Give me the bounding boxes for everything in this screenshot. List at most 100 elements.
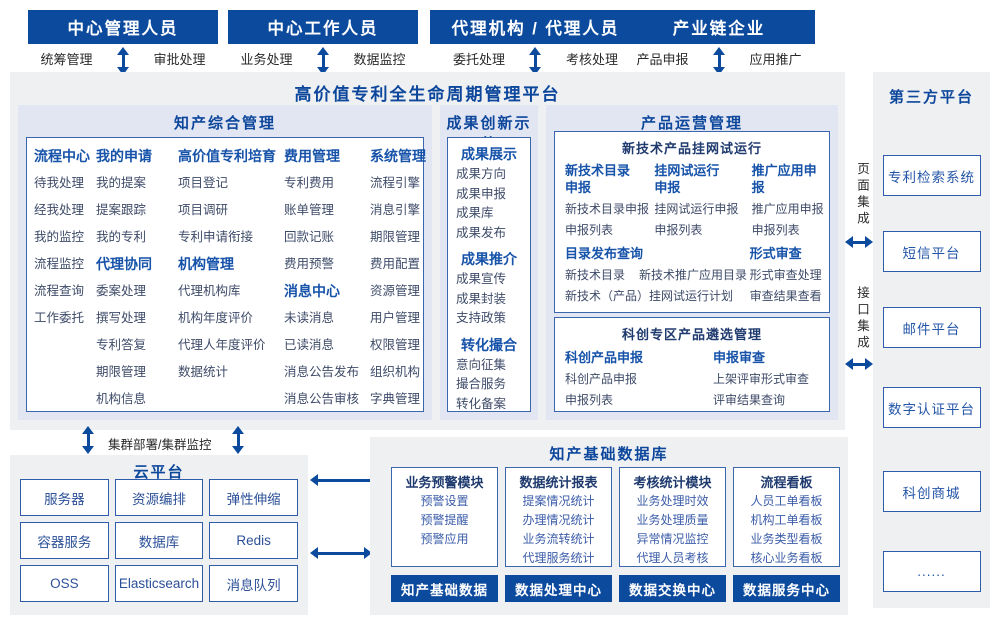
menu-entry: 用户管理 [370,311,421,325]
menu-entry: 组织机构 [370,365,421,379]
menu-entry: 费用配置 [370,257,421,271]
panel-product-operation: 产品运营管理 新技术产品挂网试运行 新技术目录 申报新技术目录申报申报列表 挂网… [546,105,838,420]
panel-innovation-demo: 成果创新示范 成果展示成果方向成果申报成果库成果发布成果推介成果宣传成果封装支持… [440,105,538,420]
v-double-arrow-icon [712,47,726,75]
menu-entry: 费用管理 [284,148,340,164]
panel-title: 第三方平台 [888,89,974,106]
db-module-title: 业务预警模块 [405,475,484,490]
h-double-arrow-icon [845,358,873,371]
panel-title: 云平台 [133,464,185,481]
menu-entry: 新技术（产品）挂网试运行计划 [565,289,734,303]
db-module-item: 业务处理时效 [636,494,709,508]
menu-entry: 挂网试运行申报 [654,202,739,216]
db-module-item: 代理服务统计 [522,551,595,565]
db-module-item: 核心业务看板 [750,551,823,565]
db-module-item: 预警设置 [420,494,469,508]
menu-entry: 消息公告审核 [284,392,360,406]
cloud-service-box: Redis [209,522,298,559]
menu-entry: 申报列表 [565,223,614,237]
menu-entry: 撮合服务 [456,377,507,391]
menu-entry: 资源管理 [370,284,421,298]
menu-entry: 科创产品申报 [565,372,638,386]
role-function-label: 业务处理 [240,52,293,67]
menu-entry: 数据统计 [178,365,229,379]
role-header: 代理机构 / 代理人员 [430,10,641,44]
cloud-service-box: OSS [20,565,109,602]
menu-entry: 推广应用申报 [751,202,824,216]
menu-column: 推广应用申报推广应用申报申报列表 [752,162,829,241]
menu-entry: 消息公告发布 [284,365,360,379]
menu-entry: 流程引擎 [370,176,421,190]
menu-entry: 成果展示 [461,146,517,162]
menu-entry: 专利申请衔接 [178,230,254,244]
db-module-item: 提案情况统计 [522,494,595,508]
role-group-center-managers: 中心管理人员 统筹管理 审批处理 [28,10,218,75]
menu-entry: 我的专利 [96,230,147,244]
menu-entry: 代理机构库 [178,284,241,298]
menu-entry: 申报列表 [751,223,800,237]
menu-entry: 流程查询 [34,284,85,298]
box-title: 科创专区产品遴选管理 [621,327,762,342]
menu-entry: 新技术目录 [565,268,626,282]
cloud-service-box: 服务器 [20,479,109,516]
menu-entry: 期限管理 [96,365,147,379]
role-function-label: 委托处理 [452,52,505,67]
group-header: 科创产品申报 [565,350,644,365]
menu-entry: 未读消息 [284,311,335,325]
role-function-label: 应用推广 [749,52,802,67]
menu-entry: 待我处理 [34,176,85,190]
menu-entry: 新技术目录 申报 [565,163,631,195]
menu-entry: 成果封装 [456,291,507,306]
new-tech-trial-box: 新技术产品挂网试运行 新技术目录 申报新技术目录申报申报列表 挂网试运行 申报挂… [554,131,830,313]
v-double-arrow-icon [232,426,245,454]
db-center-bar: 数据交换中心 [619,575,726,602]
formal-review-group: 形式审查 形式审查处理审查结果查看 [750,243,829,307]
menu-entry: 委案处理 [96,284,147,298]
db-module: 数据统计报表 提案情况统计办理情况统计业务流转统计代理服务统计 [505,467,612,567]
menu-column: 挂网试运行 申报挂网试运行申报申报列表 [654,162,751,241]
panel-title: 知产综合管理 [173,115,276,132]
third-party-system-box: 邮件平台 [882,307,981,348]
menu-entry: 账单管理 [284,203,335,217]
ip-management-box: 流程中心待我处理经我处理我的监控流程监控流程查询工作委托 我的申请我的提案提案跟… [26,137,426,412]
menu-entry: 成果申报 [456,186,507,201]
menu-column: 流程中心待我处理经我处理我的监控流程监控流程查询工作委托 [34,143,96,411]
menu-entry: 成果推介 [461,251,517,267]
menu-entry: 费用预警 [284,257,335,271]
role-header: 产业链企业 [623,10,815,44]
role-function-label: 数据监控 [353,52,406,67]
panel-ip-database: 知产基础数据库 业务预警模块 预警设置预警提醒预警应用 数据统计报表 提案情况统… [370,437,848,615]
role-header: 中心管理人员 [28,10,218,44]
menu-column: 我的申请我的提案提案跟踪我的专利代理协同委案处理撰写处理专利答复期限管理机构信息 [96,143,178,411]
cluster-label: 集群部署/集群监控 [108,438,212,452]
cloud-service-box: 弹性伸缩 [209,479,298,516]
db-module-item: 业务流转统计 [522,532,595,546]
group-header: 形式审查 [749,246,802,261]
cloud-service-box: 容器服务 [20,522,109,559]
role-header: 中心工作人员 [228,10,418,44]
panel-third-party: 第三方平台 专利检索系统短信平台邮件平台数字认证平台科创商城...... [873,72,990,608]
db-module-title: 数据统计报表 [519,475,598,490]
menu-entry: 权限管理 [370,338,421,352]
menu-entry: 流程监控 [34,257,85,271]
third-party-system-box: ...... [882,551,981,592]
role-function-label: 考核处理 [566,52,619,67]
cloud-service-box: 资源编排 [114,479,204,516]
third-party-system-box: 数字认证平台 [882,387,981,428]
db-module-item: 办理情况统计 [522,513,595,527]
menu-entry: 我的申请 [96,148,152,164]
role-function-label: 产品申报 [636,52,689,67]
db-center-bar: 数据服务中心 [733,575,840,602]
v-double-arrow-icon [82,426,95,454]
menu-entry: 申报列表 [654,223,703,237]
panel-title: 产品运营管理 [640,115,743,132]
menu-entry: 高价值专利培育 [178,148,276,164]
v-double-arrow-icon [529,47,542,75]
menu-entry: 回款记账 [284,230,335,244]
db-center-bar: 知产基础数据 [391,575,498,602]
menu-entry: 挂网试运行 申报 [654,163,720,195]
group-header: 目录发布查询 [565,246,644,261]
menu-entry: 专利答复 [96,338,147,352]
